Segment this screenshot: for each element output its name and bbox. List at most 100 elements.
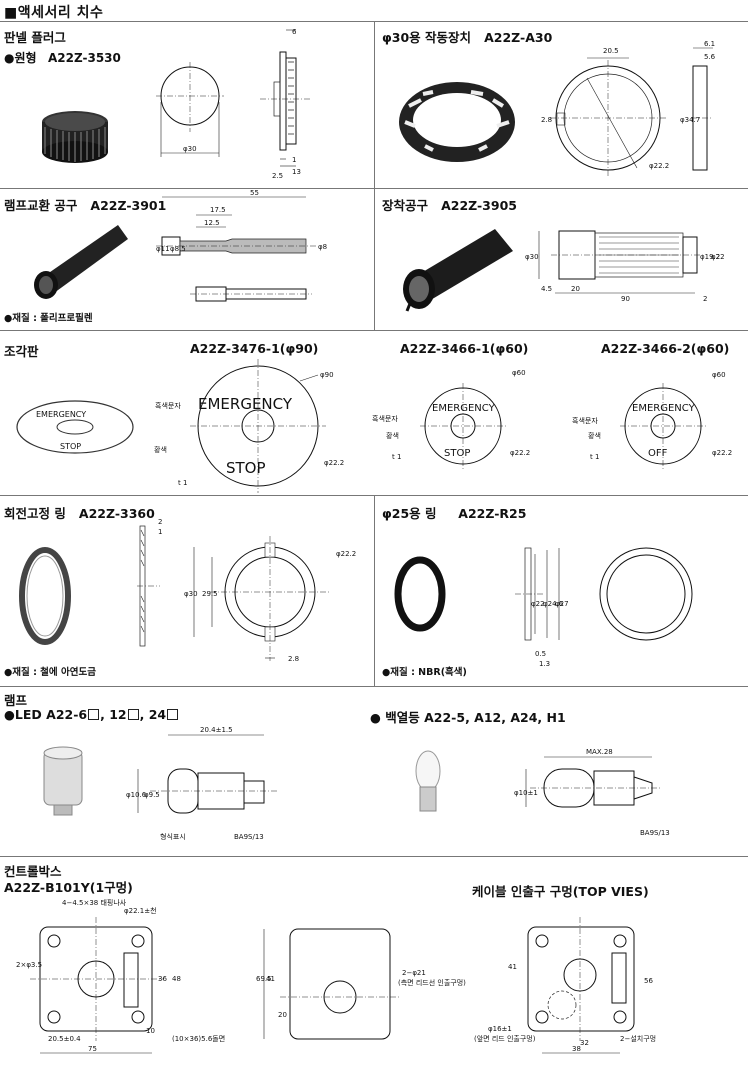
plate-2-emergency: EMERGENCY	[432, 403, 496, 414]
inc-mark-base: BA9S/13	[640, 829, 670, 837]
dim-text: 0.5	[535, 650, 546, 658]
plate-photo-stop: STOP	[60, 442, 81, 451]
lamp-drawing: 20.4±1.5 φ10.6 φ9.5 형식표시 BA9S/13 MAX.28 …	[43, 726, 670, 841]
led-mark-base: BA9S/13	[234, 833, 264, 841]
dim-text: 6.1	[704, 40, 715, 48]
lamp-tool-drawing: 55 17.5 12.5 φ11 φ8.5 φ8	[34, 189, 327, 302]
cable-title: 케이블 인출구 구멍(TOP VIES)	[472, 884, 649, 899]
actuator-model: A22Z-A30	[484, 30, 553, 45]
dim-text: φ27	[555, 600, 569, 608]
lamp-led-sep1: , 12	[100, 707, 127, 722]
control-box-title: 컨트롤박스	[4, 864, 62, 879]
dim-text: φ8	[318, 243, 327, 251]
dim-text: (앞면 리드 인출구멍)	[474, 1034, 536, 1043]
plate-model-1: A22Z-3476-1(φ90)	[190, 341, 319, 356]
divider	[374, 21, 375, 330]
divider	[0, 330, 748, 331]
plate-3-t1: t 1	[590, 453, 599, 461]
dim-text: 20.5±0.4	[48, 1035, 81, 1043]
dim-text: 36	[158, 975, 167, 983]
dim-text: 20	[571, 285, 580, 293]
panel-plug-title: 판넬 플러그	[4, 30, 66, 45]
dim-text: φ60	[512, 369, 526, 377]
dim-text: 20.4±1.5	[200, 726, 233, 734]
dim-text: 2	[158, 518, 162, 526]
dim-text: 2−설치구멍	[620, 1034, 656, 1043]
dim-text: 5.6	[704, 53, 716, 61]
plate-2-yellow: 황색	[386, 431, 399, 440]
dim-text: 20	[278, 1011, 287, 1019]
dim-text: φ30	[184, 590, 198, 598]
dim-text: 2.5	[272, 172, 283, 180]
plate-title: 조각판	[4, 344, 39, 359]
panel-plug-model: A22Z-3530	[48, 51, 121, 65]
led-mark-type: 형식표시	[160, 832, 186, 841]
ring25-note: ●재질 : NBR(흑색)	[382, 667, 467, 678]
lamp-inc-heading: ● 백열등 A22-5, A12, A24, H1	[370, 710, 566, 725]
dim-text: φ22.2	[649, 162, 669, 170]
lock-ring-drawing: 2 1 φ30 29.5 φ22.2 2.8	[19, 518, 356, 663]
dim-text: 38	[572, 1045, 581, 1053]
lock-ring-heading: 회전고정 링 A22Z-3360	[4, 503, 155, 522]
dim-text: φ30	[183, 145, 197, 153]
ring25-model: A22Z-R25	[458, 506, 527, 521]
plate-model-2: A22Z-3466-1(φ60)	[400, 341, 529, 356]
dim-text: φ22.2	[324, 459, 344, 467]
mount-tool-drawing: φ30 φ19.2 φ22 4.5 20 90 2	[403, 229, 725, 312]
actuator-title: φ30용 작동장치	[382, 30, 472, 45]
lamp-tool-model: A22Z-3901	[90, 198, 167, 213]
dim-text: 1.3	[539, 660, 550, 668]
plate-t1: t 1	[178, 479, 187, 487]
dim-text: 69.5	[256, 975, 272, 983]
plate-photo-emergency: EMERGENCY	[36, 410, 86, 419]
dim-text: 17.5	[210, 206, 226, 214]
dim-text: 20.5	[603, 47, 619, 55]
dim-text: φ34.7	[680, 116, 700, 124]
dim-text: φ22	[531, 600, 545, 608]
ring25-drawing: φ22 φ24.6 φ27 0.5 1.3	[394, 547, 693, 668]
plate-3-off: OFF	[648, 448, 668, 459]
lamp-tool-note: ●재질 : 폴리프로필렌	[4, 313, 93, 324]
plate-model-3: A22Z-3466-2(φ60)	[601, 341, 730, 356]
dim-text: φ22.2	[510, 449, 530, 457]
dim-text: (측면 리드선 인출구멍)	[398, 978, 466, 987]
dim-text: 41	[266, 975, 275, 983]
dim-text: 41	[508, 963, 517, 971]
dim-text: φ10.6	[126, 791, 147, 799]
dim-text: φ30	[525, 253, 539, 261]
lock-ring-title: 회전고정 링	[4, 506, 66, 521]
plate-3-yellow: 황색	[588, 431, 601, 440]
actuator-heading: φ30용 작동장치 A22Z-A30	[382, 27, 552, 46]
dim-text: 2	[703, 295, 707, 303]
plate-3-emergency: EMERGENCY	[632, 403, 696, 414]
ring25-heading: φ25용 링 A22Z-R25	[382, 503, 526, 522]
plate-stop-label: STOP	[226, 459, 266, 477]
dim-text: 4−4.5×38 태핑나사	[62, 898, 127, 907]
panel-plug-sub: ●원형 A22Z-3530	[4, 49, 121, 66]
mount-tool-heading: 장착공구 A22Z-3905	[382, 195, 517, 214]
ring25-title: φ25용 링	[382, 506, 437, 521]
panel-plug-drawing: φ30 6 1 13 2.5	[42, 28, 310, 180]
plate-2-stop: STOP	[444, 448, 470, 459]
dim-text: φ11	[156, 245, 170, 253]
lock-ring-note: ●재질 : 철에 아연도금	[4, 667, 96, 678]
divider	[0, 856, 748, 857]
dim-text: φ90	[320, 371, 334, 379]
plate-2-black-text: 흑색문자	[372, 414, 398, 423]
dim-text: 1	[292, 156, 296, 164]
lamp-tool-heading: 램프교환 공구 A22Z-3901	[4, 195, 166, 214]
dim-text: 10	[146, 1027, 155, 1035]
blank-box	[88, 709, 100, 720]
dim-text: 2.8	[541, 116, 552, 124]
lamp-led-heading: ●LED A22-6, 12, 24	[4, 707, 179, 722]
lamp-tool-title: 램프교환 공구	[4, 198, 78, 213]
plate-black-text: 흑색문자	[155, 401, 181, 410]
mount-tool-model: A22Z-3905	[441, 198, 517, 213]
dim-text: 75	[88, 1045, 97, 1053]
dim-text: 55	[250, 189, 259, 197]
dim-text: 2×φ3.5	[16, 961, 42, 969]
dim-text: 1	[158, 528, 162, 536]
dim-text: 2−φ21	[402, 969, 426, 977]
dim-text: 12.5	[204, 219, 220, 227]
dim-text: 48	[172, 975, 181, 983]
